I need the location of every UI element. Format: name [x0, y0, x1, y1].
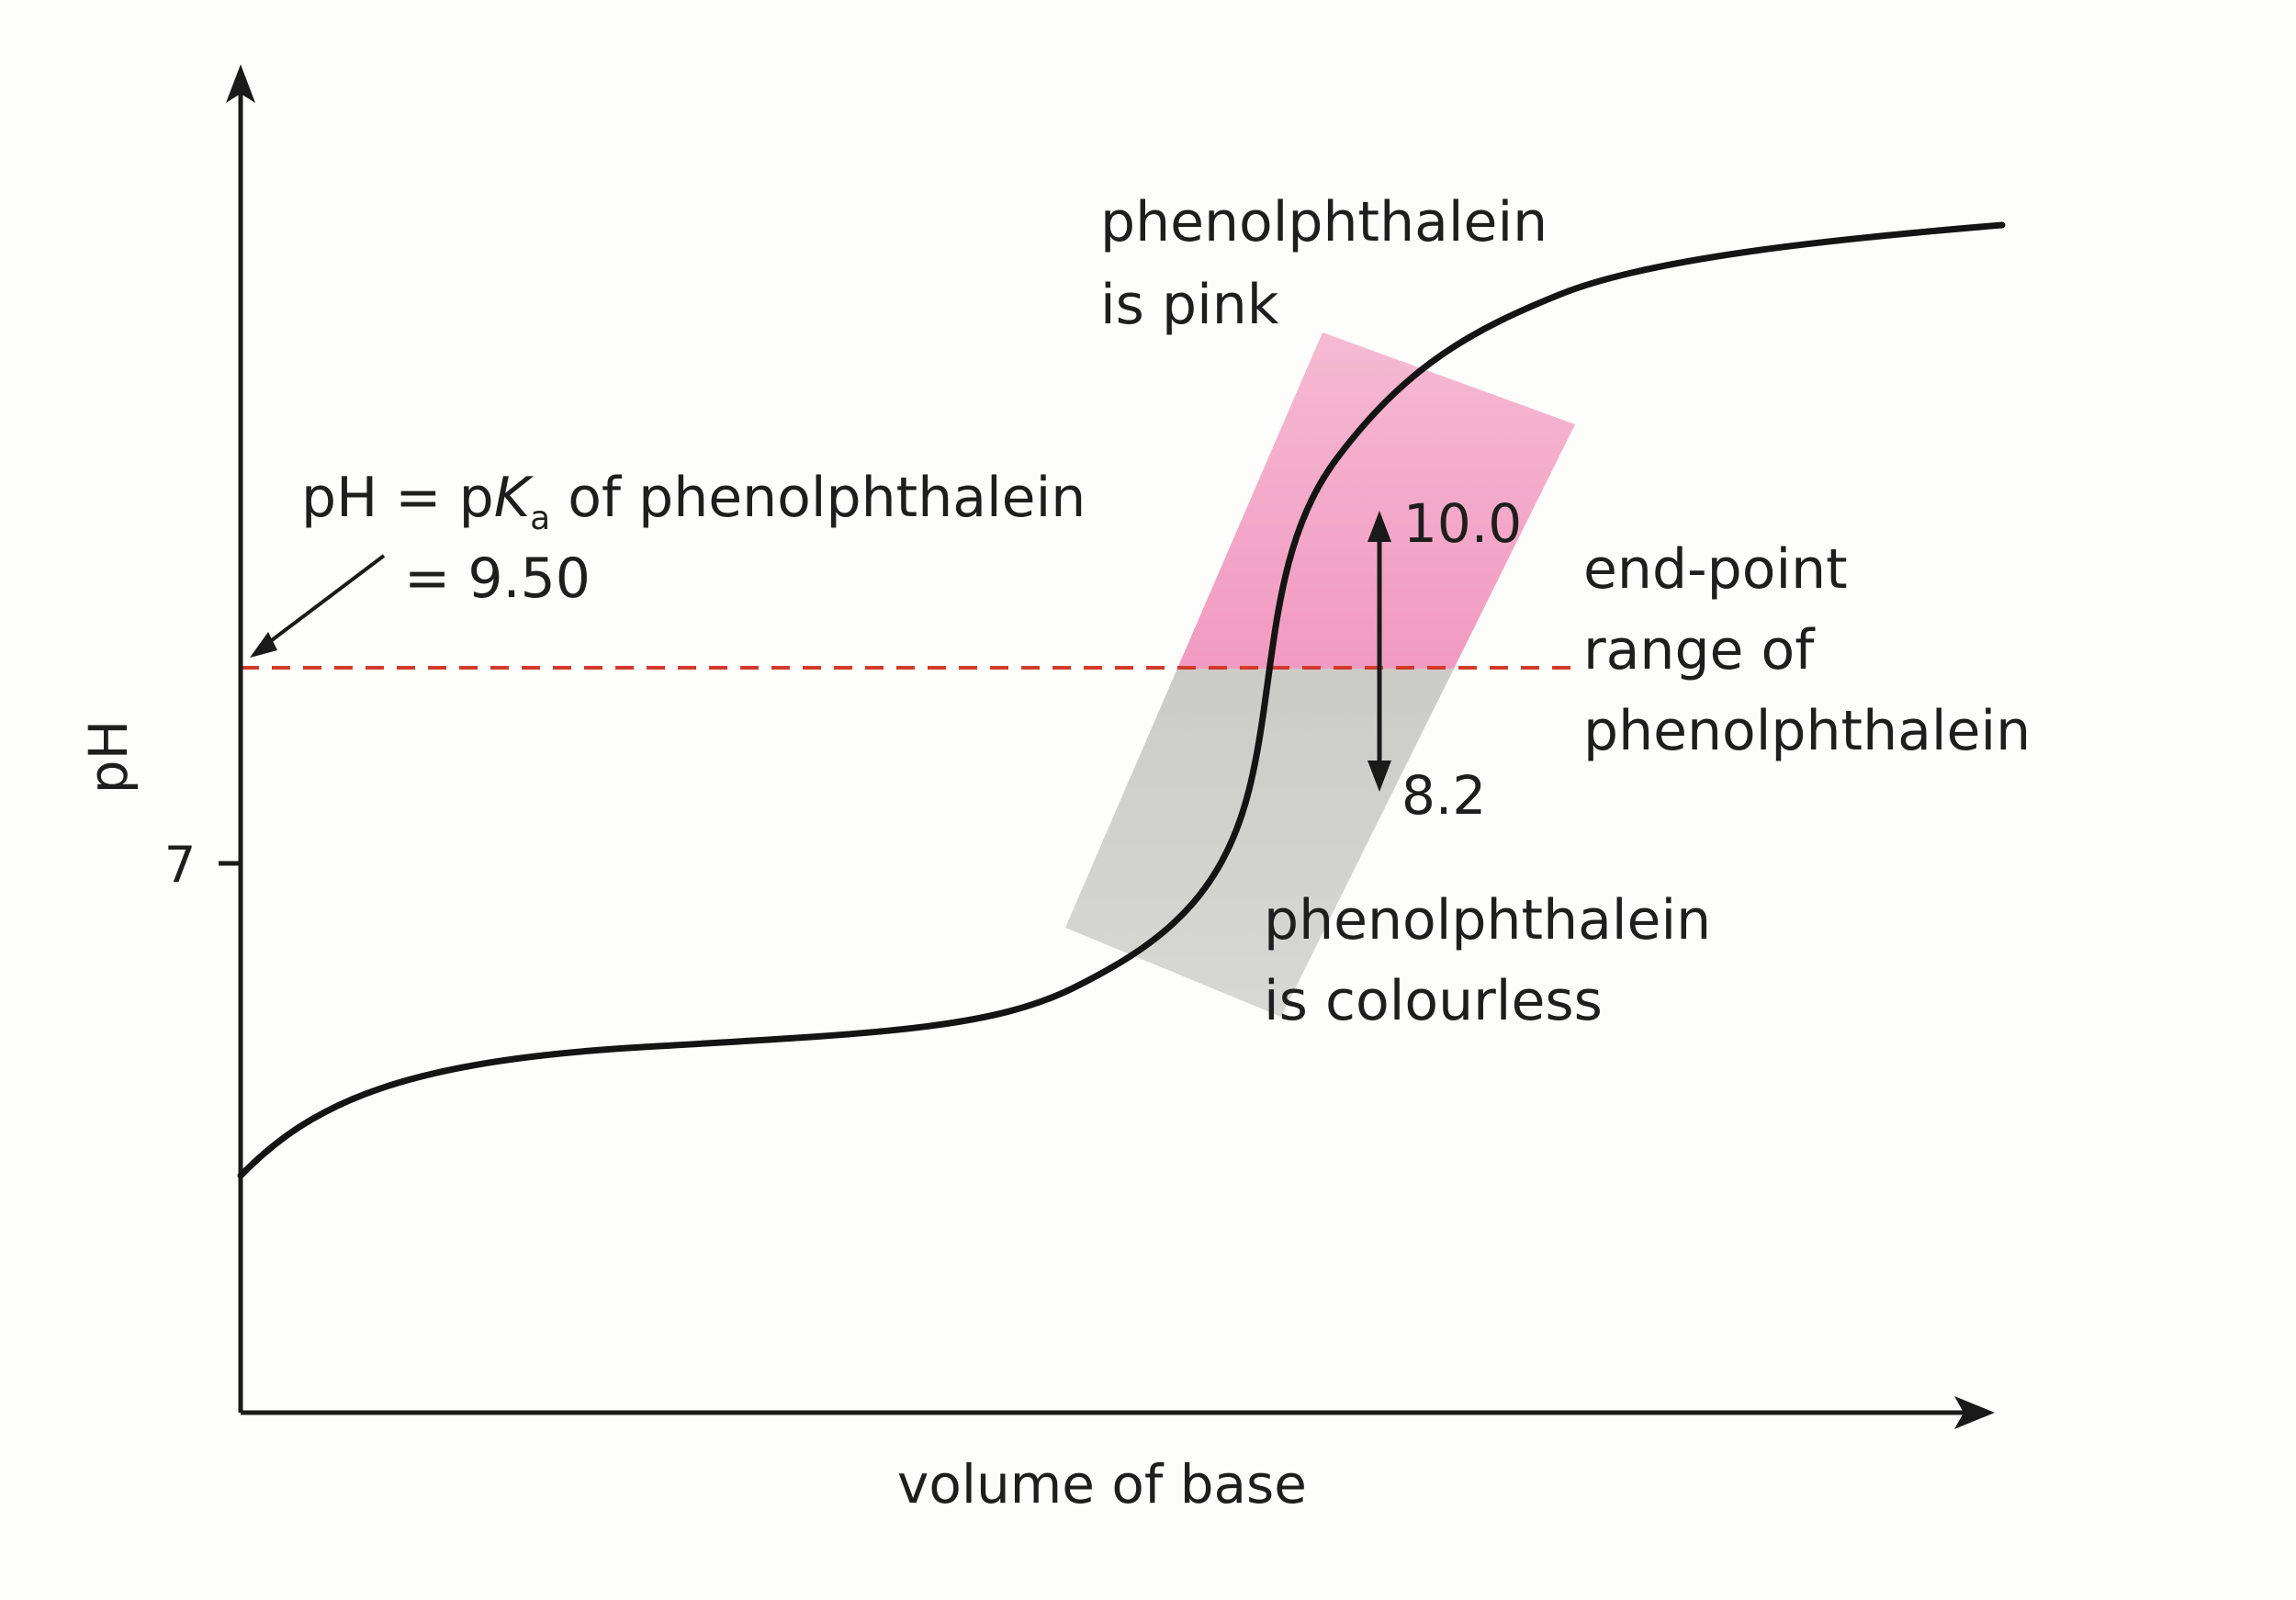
y-axis-title: pH	[77, 720, 140, 794]
y-tick-label-7: 7	[164, 836, 196, 894]
arrow-down-icon	[1367, 761, 1391, 792]
x-axis-title: volume of base	[897, 1453, 1307, 1515]
arrow-up-icon	[1367, 511, 1391, 542]
pka-value: = 9.50	[404, 546, 591, 611]
range-double-arrow	[1367, 511, 1391, 792]
range-label-line2: range of	[1583, 618, 1816, 682]
pointer-arrow-icon	[250, 632, 277, 658]
pink-zone	[1065, 332, 1575, 669]
pka-label-k: K	[494, 466, 535, 530]
pka-pointer-arrow	[250, 554, 386, 658]
pka-label-sub: a	[530, 500, 550, 537]
range-label-line1: end-point	[1583, 537, 1848, 602]
x-axis-arrowhead	[1954, 1396, 1995, 1429]
pink-label-line2: is pink	[1100, 273, 1279, 337]
pka-label-pre: pH = p	[301, 466, 494, 530]
y-axis-arrowhead	[226, 64, 255, 103]
pka-label: pH = pKa of phenolphthalein	[301, 466, 1086, 537]
upper-value-label: 10.0	[1403, 492, 1522, 555]
pink-label-line1: phenolphthalein	[1100, 190, 1548, 254]
titration-curve	[237, 221, 2006, 1179]
axes	[219, 92, 1965, 1415]
lower-value-label: 8.2	[1401, 764, 1486, 827]
colourless-label-line1: phenolphthalein	[1264, 888, 1711, 952]
pka-label-post: of phenolphthalein	[550, 466, 1086, 530]
range-label-line3: phenolphthalein	[1583, 699, 2031, 763]
colourless-label-line2: is colourless	[1264, 969, 1603, 1033]
